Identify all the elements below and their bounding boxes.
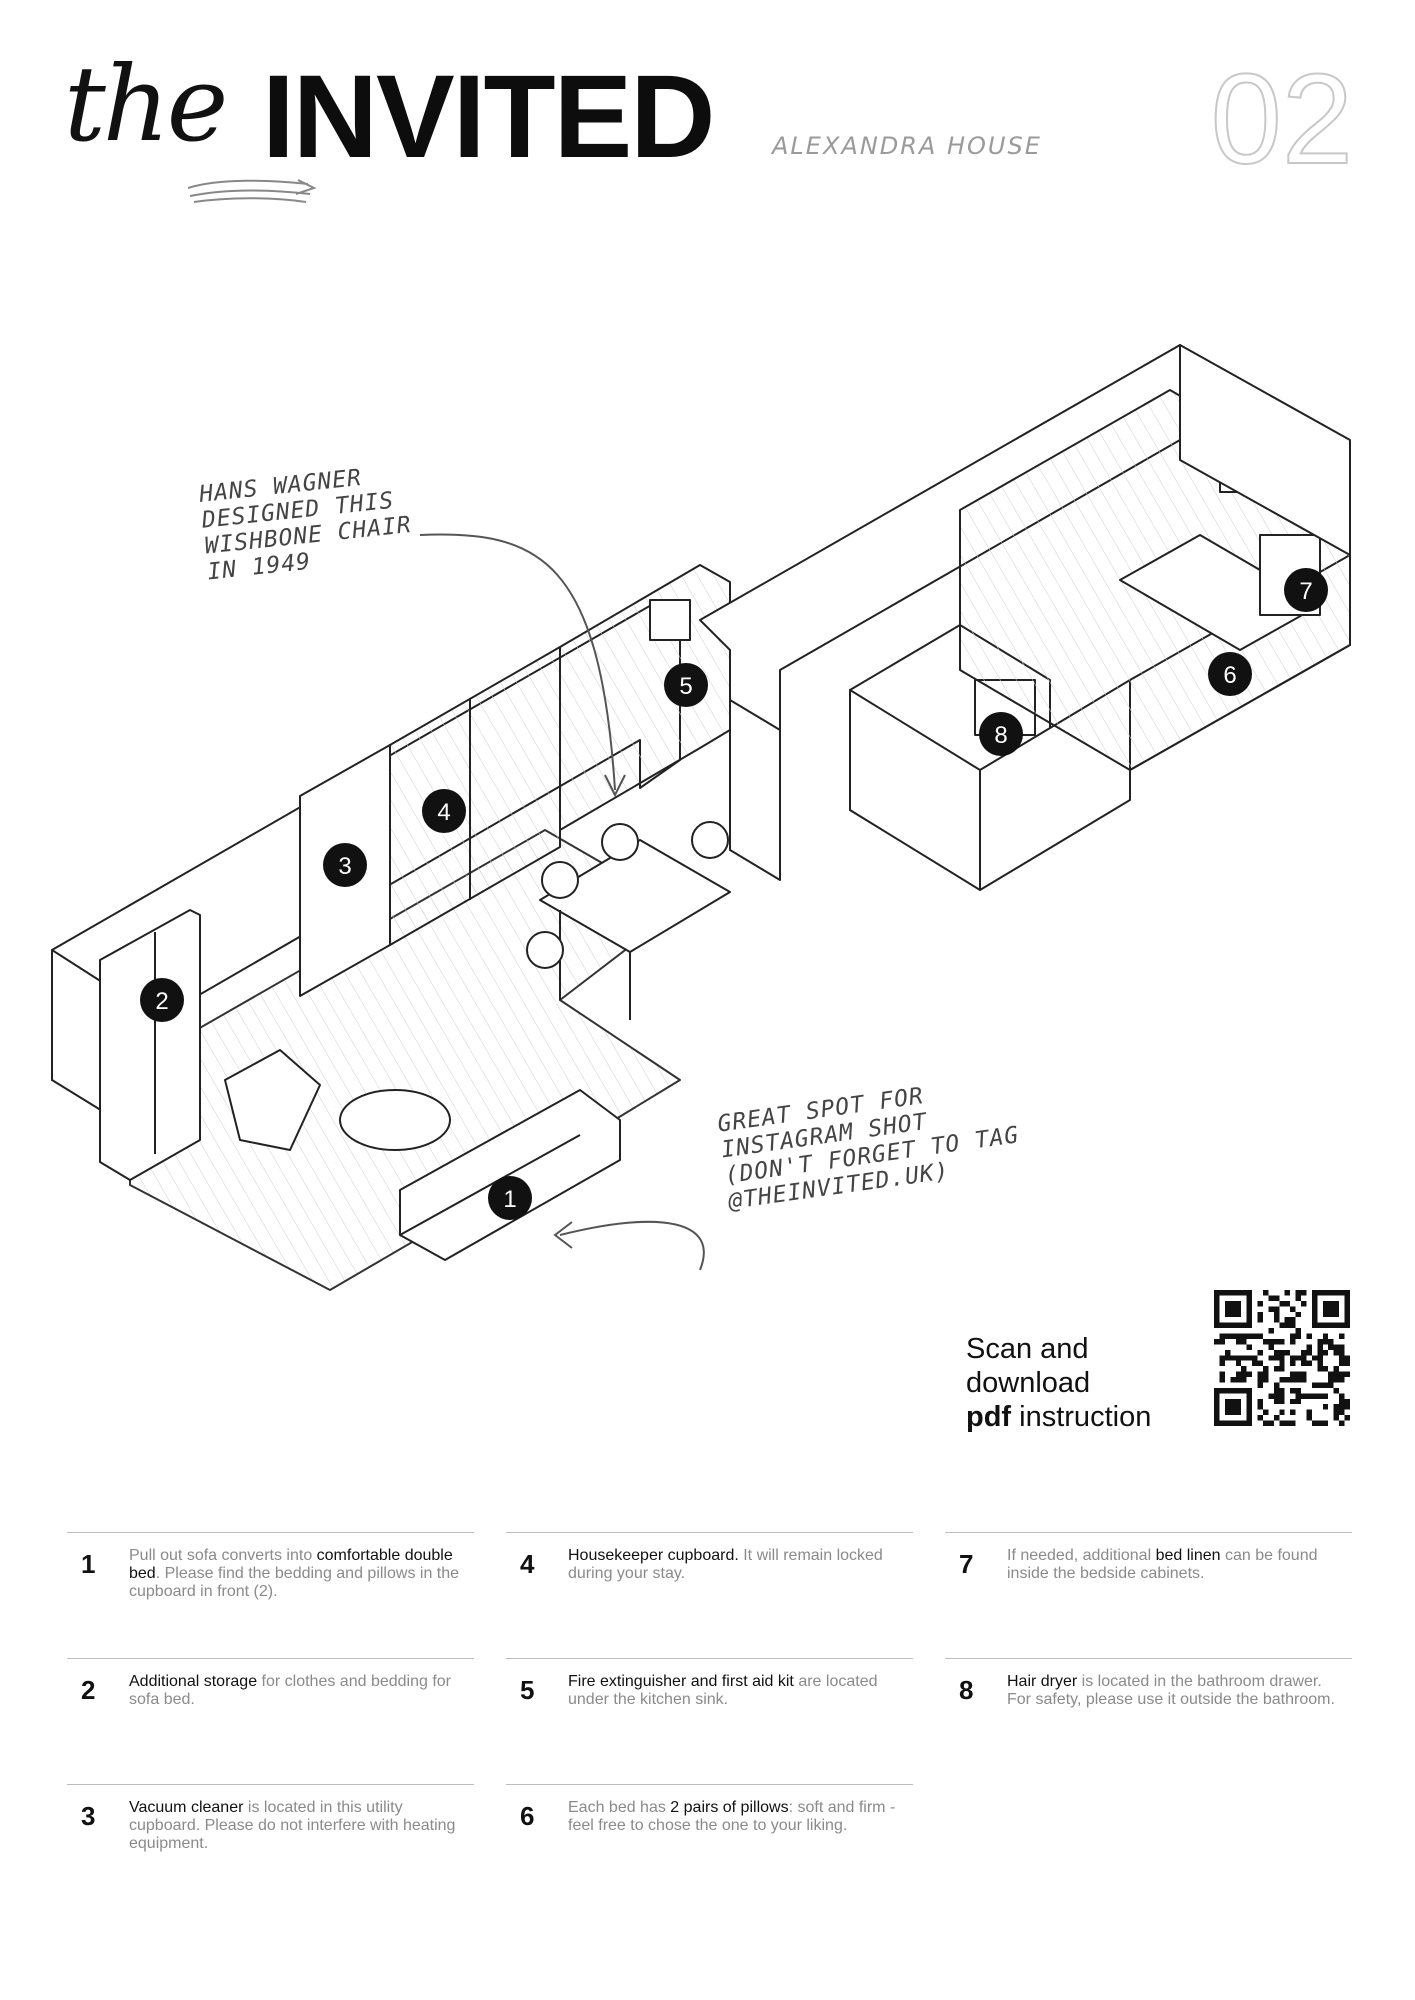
instruction-run: are located under the kitchen sink. [568, 1673, 878, 1708]
instruction-highlight: Hair dryer [1007, 1673, 1078, 1690]
marker-2: 2 [140, 978, 184, 1022]
instruction-text: Vacuum cleaner is located in this utilit… [129, 1799, 469, 1853]
logo-script: the [64, 43, 228, 165]
scan-line-3: pdf instruction [966, 1400, 1151, 1434]
svg-text:3: 3 [338, 853, 351, 880]
instruction-2: 2 Additional storage for clothes and bed… [67, 1658, 474, 1708]
instruction-text: Each bed has 2 pairs of pillows: soft an… [568, 1799, 908, 1835]
instruction-run: It will remain locked during your stay. [568, 1547, 883, 1582]
instruction-highlight: Vacuum cleaner [129, 1799, 244, 1816]
instruction-run: Pull out sofa converts into [129, 1547, 317, 1564]
instruction-6: 6 Each bed has 2 pairs of pillows: soft … [506, 1784, 913, 1834]
scan-line-2: download [966, 1367, 1091, 1399]
instruction-highlight: Fire extinguisher and first aid kit [568, 1673, 794, 1690]
svg-text:8: 8 [994, 722, 1007, 749]
instruction-run: If needed, additional [1007, 1547, 1156, 1564]
marker-5: 5 [664, 663, 708, 707]
svg-text:6: 6 [1223, 662, 1236, 689]
instruction-text: If needed, additional bed linen can be f… [1007, 1547, 1347, 1583]
property-name: ALEXANDRA HOUSE [772, 132, 1042, 160]
instruction-run: Each bed has [568, 1799, 671, 1816]
marker-1: 1 [488, 1176, 532, 1220]
instruction-highlight: comfortable double bed [129, 1547, 453, 1582]
instruction-run: : soft and firm - feel free to chose the… [568, 1799, 896, 1834]
instruction-text: Pull out sofa converts into comfortable … [129, 1547, 469, 1601]
marker-4: 4 [422, 789, 466, 833]
instruction-text: Fire extinguisher and first aid kit are … [568, 1673, 908, 1709]
logo-scribble [187, 179, 317, 203]
instruction-run: is located in this utility cupboard. Ple… [129, 1799, 456, 1852]
marker-8: 8 [979, 712, 1023, 756]
marker-6: 6 [1208, 652, 1252, 696]
instruction-run: for clothes and bedding for sofa bed. [129, 1673, 451, 1708]
marker-3: 3 [323, 843, 367, 887]
svg-text:4: 4 [437, 799, 450, 826]
instruction-text: Hair dryer is located in the bathroom dr… [1007, 1673, 1347, 1709]
instruction-run: . Please find the bedding and pillows in… [129, 1565, 460, 1600]
page-number: 02 [1210, 48, 1354, 191]
svg-text:7: 7 [1299, 578, 1312, 605]
floor-plan-illustration: 1 2 3 4 5 6 7 8 [51, 344, 1351, 1291]
instruction-highlight: Additional storage [129, 1673, 258, 1690]
instruction-highlight: bed linen [1155, 1547, 1221, 1564]
instruction-highlight: 2 pairs of pillows [670, 1799, 789, 1816]
scan-rest: instruction [1011, 1401, 1152, 1433]
instruction-highlight: Housekeeper cupboard. [568, 1547, 739, 1564]
scan-instruction: Scan and download pdf instruction [966, 1332, 1151, 1434]
scan-pdf-word: pdf [966, 1401, 1012, 1433]
instruction-5: 5 Fire extinguisher and first aid kit ar… [506, 1658, 913, 1708]
instruction-4: 4 Housekeeper cupboard. It will remain l… [506, 1532, 913, 1582]
qr-code-icon[interactable] [1214, 1290, 1350, 1426]
instruction-text: Housekeeper cupboard. It will remain loc… [568, 1547, 908, 1583]
instruction-run: can be found inside the bedside cabinets… [1007, 1547, 1318, 1582]
instruction-run: is located in the bathroom drawer. For s… [1007, 1673, 1335, 1708]
instruction-7: 7 If needed, additional bed linen can be… [945, 1532, 1352, 1582]
instruction-text: Additional storage for clothes and beddi… [129, 1673, 469, 1709]
svg-text:2: 2 [155, 988, 168, 1015]
instruction-1: 1 Pull out sofa converts into comfortabl… [67, 1532, 474, 1600]
svg-text:1: 1 [503, 1186, 516, 1213]
marker-7: 7 [1284, 568, 1328, 612]
scan-line-1: Scan and [966, 1333, 1089, 1365]
logo-wordmark: INVITED [262, 51, 715, 183]
instruction-8: 8 Hair dryer is located in the bathroom … [945, 1658, 1352, 1708]
wishbone-chair-note: HANS WAGNER DESIGNED THIS WISHBONE CHAIR… [198, 464, 413, 586]
svg-text:5: 5 [679, 673, 692, 700]
instruction-3: 3 Vacuum cleaner is located in this util… [67, 1784, 474, 1852]
